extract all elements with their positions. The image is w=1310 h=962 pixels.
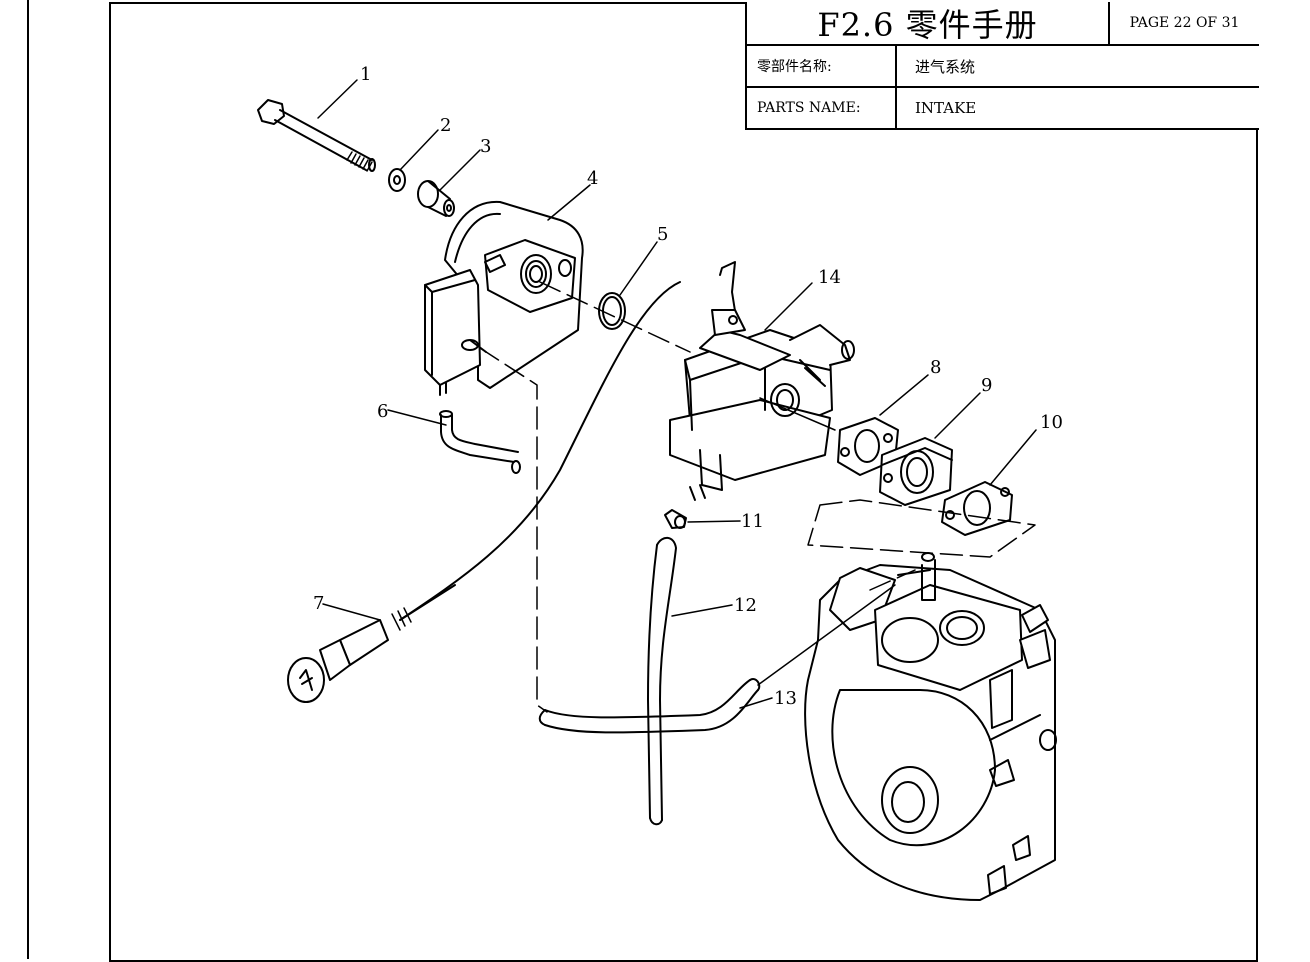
callout-4: 4 [587,168,598,189]
part-1-bolt [257,99,376,172]
part-13-return-hose [538,678,761,734]
parts-name-label-cn: 零部件名称: [747,46,897,88]
callout-14: 14 [818,267,841,288]
parts-name-value-cn: 进气系统 [897,46,1259,88]
part-6-elbow-hose [439,410,521,474]
callout-8: 8 [930,357,941,378]
callout-11: 11 [741,511,764,532]
part-7-choke-cable [287,261,739,703]
callout-2: 2 [440,115,451,136]
callout-1: 1 [360,64,371,85]
part-3-bushing [417,180,455,217]
callout-10: 10 [1040,412,1063,433]
title-block: F2.6 零件手册 PAGE 22 OF 31 零部件名称: 进气系统 PART… [745,2,1259,130]
part-12-fuel-hose [647,536,677,826]
parts-name-label-en: PARTS NAME: [747,88,897,128]
part-2-washer [388,168,406,192]
callout-9: 9 [981,375,992,396]
callout-13: 13 [774,688,797,709]
callout-6: 6 [377,401,388,422]
parts-name-value-en: INTAKE [915,99,977,117]
part-11-clamp [664,509,687,529]
callout-3: 3 [480,136,491,157]
part-9-insulator [879,437,953,506]
callout-7: 7 [313,593,324,614]
callouts: 1 2 3 4 5 6 7 8 9 10 11 12 13 14 [313,64,1063,709]
crankcase [804,552,1057,901]
leader-lines [317,79,1037,709]
page-indicator: PAGE 22 OF 31 [1110,2,1259,46]
assembly-guide-lines [479,281,1036,713]
manual-title: F2.6 零件手册 [747,2,1110,46]
part-14-carburetor [669,309,855,501]
callout-5: 5 [657,224,668,245]
callout-12: 12 [734,595,757,616]
part-4-air-filter-housing [424,200,584,396]
sheet-margin-line [27,0,29,959]
part-10-gasket [941,481,1013,536]
